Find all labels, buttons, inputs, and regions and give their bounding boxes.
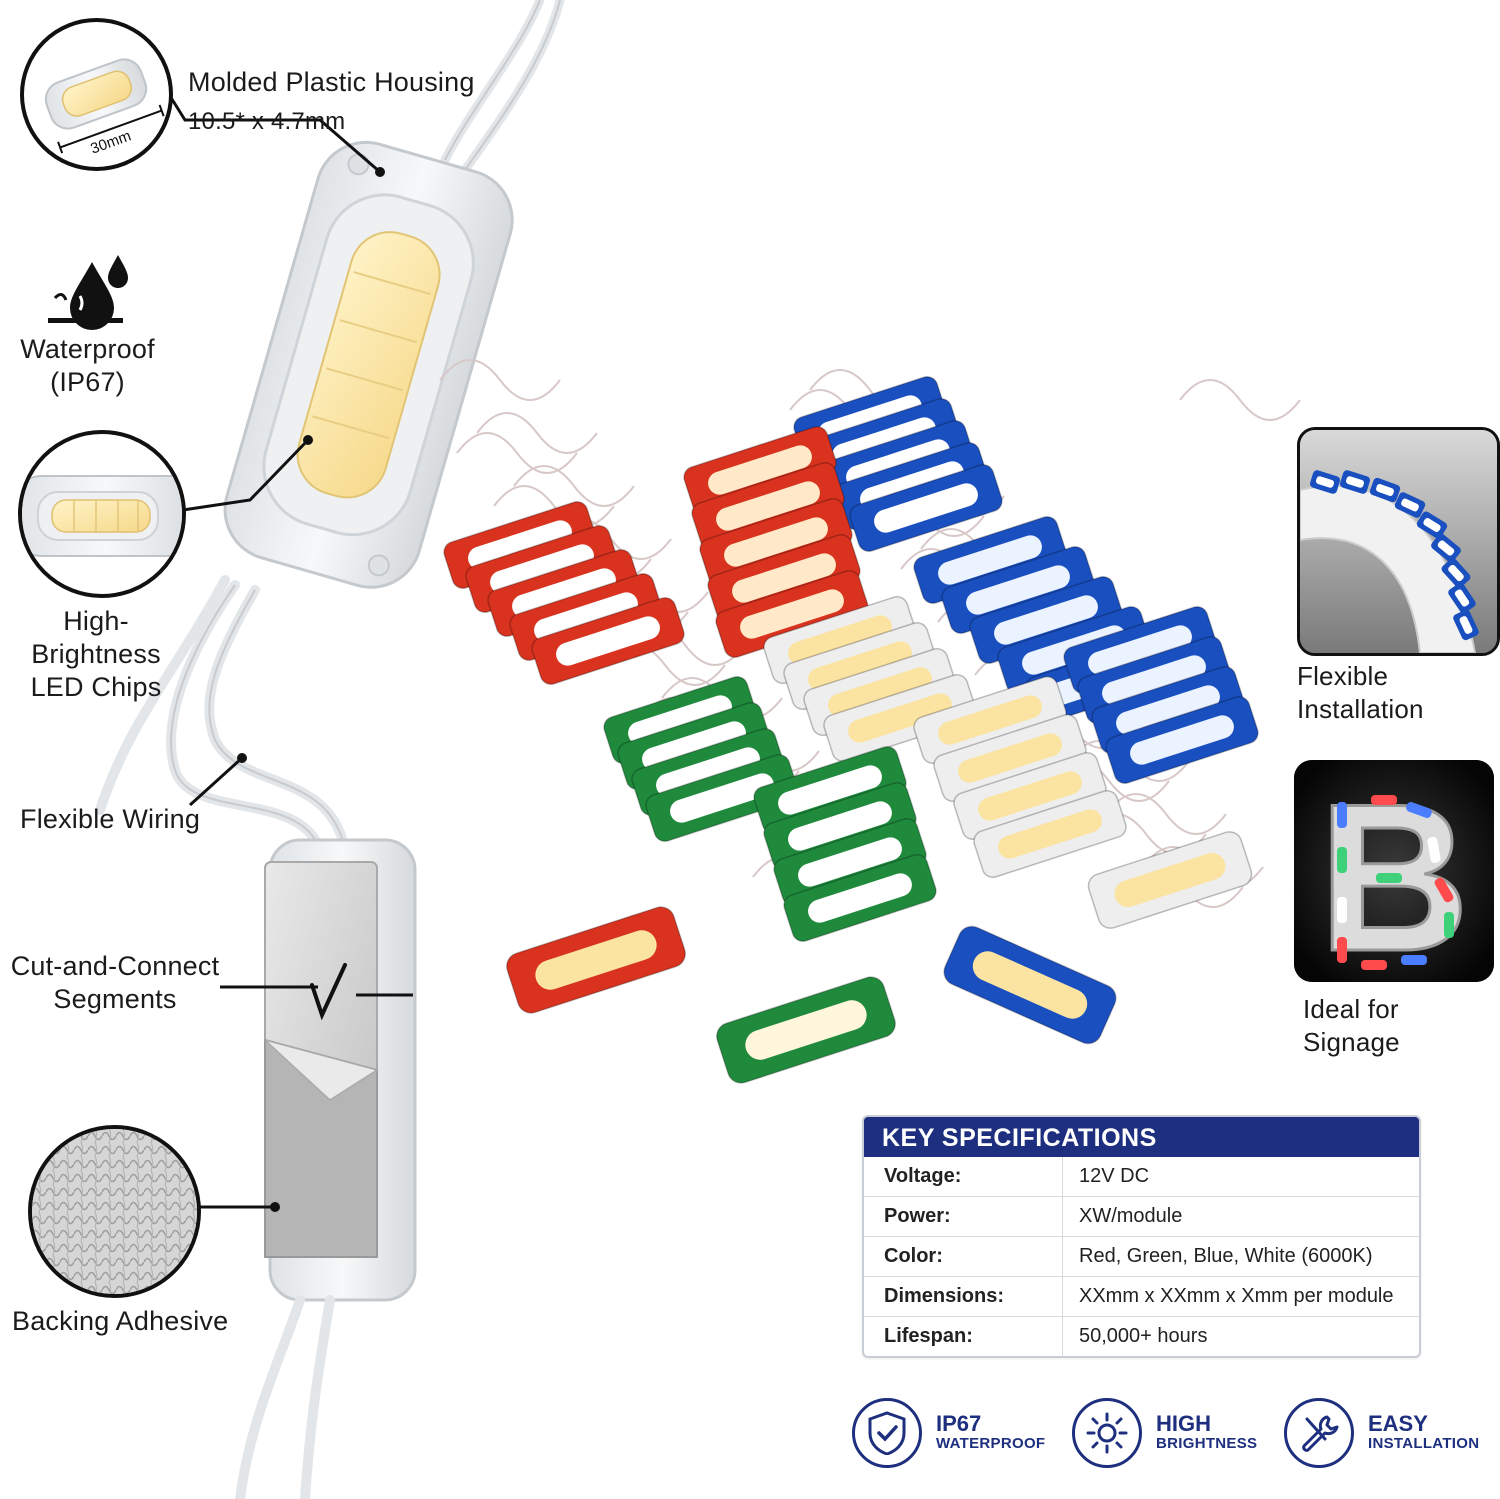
flexible-installation-label: Flexible Installation xyxy=(1297,661,1424,724)
led-module xyxy=(783,853,937,943)
thumbnail-module xyxy=(1431,533,1461,563)
spec-row: Voltage: 12V DC xyxy=(864,1157,1419,1196)
badge-installation: EASY INSTALLATION xyxy=(1284,1398,1479,1468)
spec-row: Dimensions: XXmm x XXmm x Xmm per module xyxy=(864,1276,1419,1316)
spec-value: XW/module xyxy=(1079,1205,1183,1227)
signage-led xyxy=(1371,795,1397,805)
signage-led xyxy=(1401,955,1427,965)
led-module xyxy=(645,753,799,843)
thumbnail-module xyxy=(1369,477,1401,503)
segments-label: Cut-and-Connect Segments xyxy=(10,950,220,1016)
spec-key: Power: xyxy=(864,1197,1063,1236)
waterproof-line1: Waterproof xyxy=(20,334,155,364)
led-chips-line2: LED Chips xyxy=(30,672,162,702)
badge-brightness: HIGH BRIGHTNESS xyxy=(1072,1398,1257,1468)
signage-leds xyxy=(1337,795,1454,970)
thumbnail-module xyxy=(1441,558,1471,588)
signage-led xyxy=(1427,836,1441,864)
signage-label: Ideal for Signage xyxy=(1303,994,1400,1057)
flexible-installation-thumbnail xyxy=(1297,427,1500,656)
led-module xyxy=(973,789,1127,879)
led-module xyxy=(683,425,837,515)
led-chips-label: High-Brightness LED Chips xyxy=(0,605,192,704)
signage-led xyxy=(1337,802,1347,828)
key-specifications-table: KEY SPECIFICATIONS Voltage: 12V DC Power: X… xyxy=(862,1115,1421,1358)
signage-thumbnail: B xyxy=(1294,760,1494,982)
flexible-wiring-label: Flexible Wiring xyxy=(20,804,201,834)
loose-green-module xyxy=(716,976,896,1084)
housing-title-label: Molded Plastic Housing xyxy=(188,67,475,97)
badge-brightness-line2: BRIGHTNESS xyxy=(1156,1435,1258,1452)
signage-led xyxy=(1434,877,1454,903)
thumbnail-module xyxy=(1394,492,1426,518)
led-module xyxy=(531,596,685,686)
led-module xyxy=(1105,695,1259,785)
badge-waterproof: IP67 WATERPROOF xyxy=(852,1398,1045,1468)
led-module xyxy=(773,817,927,907)
signage-led xyxy=(1337,847,1347,873)
led-module xyxy=(953,751,1107,841)
led-module xyxy=(715,569,869,659)
clear-module-top xyxy=(223,140,514,589)
segments-line2: Segments xyxy=(53,984,177,1014)
spec-row: Power: XW/module xyxy=(864,1196,1419,1236)
led-module xyxy=(1063,605,1217,695)
thumbnail-module xyxy=(1339,470,1371,494)
loose-white-module xyxy=(1087,831,1253,929)
badge-brightness-line1: HIGH xyxy=(1156,1411,1211,1436)
thumbnail-module xyxy=(1416,511,1448,539)
housing-dims-label: 10.5* x 4.7mm xyxy=(188,108,346,135)
wrench-screwdriver-icon xyxy=(1284,1398,1354,1468)
spec-value: 50,000+ hours xyxy=(1079,1325,1208,1347)
spec-title: KEY SPECIFICATIONS xyxy=(864,1117,1419,1157)
clear-module-bottom xyxy=(264,838,417,1302)
spec-key: Dimensions: xyxy=(864,1277,1063,1316)
spec-value: Red, Green, Blue, White (6000K) xyxy=(1079,1245,1373,1267)
led-module xyxy=(823,673,977,763)
thumbnail-module xyxy=(1309,470,1341,494)
signage-led xyxy=(1337,937,1347,963)
backing-adhesive-label: Backing Adhesive xyxy=(12,1306,229,1336)
adhesive-texture-circle xyxy=(28,1125,201,1298)
segments-line1: Cut-and-Connect xyxy=(10,951,220,981)
led-module xyxy=(849,463,1003,553)
signage-led xyxy=(1361,960,1387,970)
shield-check-icon xyxy=(852,1398,922,1468)
signage-led xyxy=(1406,801,1432,819)
housing-detail-circle: 30mm xyxy=(20,18,173,171)
signage-led xyxy=(1337,897,1347,923)
loose-red-module xyxy=(506,906,686,1014)
waterproof-label: Waterproof (IP67) xyxy=(20,333,155,399)
badge-installation-line1: EASY xyxy=(1368,1411,1428,1436)
signage-led xyxy=(1444,912,1454,938)
thumbnail-module xyxy=(1448,582,1476,614)
spec-row: Lifespan: 50,000+ hours xyxy=(864,1316,1419,1356)
spec-key: Color: xyxy=(864,1237,1063,1276)
loose-blue-module xyxy=(943,925,1117,1045)
spec-key: Lifespan: xyxy=(864,1317,1063,1356)
led-chips-detail-circle xyxy=(18,430,186,598)
led-module xyxy=(941,545,1095,635)
led-module-pile xyxy=(439,359,1301,1084)
led-chips-line1: High-Brightness xyxy=(31,606,161,669)
thumbnail-module xyxy=(1453,609,1479,641)
badge-waterproof-line1: IP67 xyxy=(936,1411,982,1436)
badge-installation-line2: INSTALLATION xyxy=(1368,1435,1480,1452)
spec-value: XXmm x XXmm x Xmm per module xyxy=(1079,1285,1394,1307)
badge-waterproof-line2: WATERPROOF xyxy=(936,1435,1046,1452)
spec-row: Color: Red, Green, Blue, White (6000K) xyxy=(864,1236,1419,1276)
sun-icon xyxy=(1072,1398,1142,1468)
spec-key: Voltage: xyxy=(864,1157,1063,1196)
water-drops-icon xyxy=(48,255,128,330)
waterproof-line2: (IP67) xyxy=(50,367,125,397)
thumbnail-modules xyxy=(1309,470,1479,641)
spec-value: 12V DC xyxy=(1079,1165,1150,1187)
signage-led xyxy=(1376,873,1402,883)
